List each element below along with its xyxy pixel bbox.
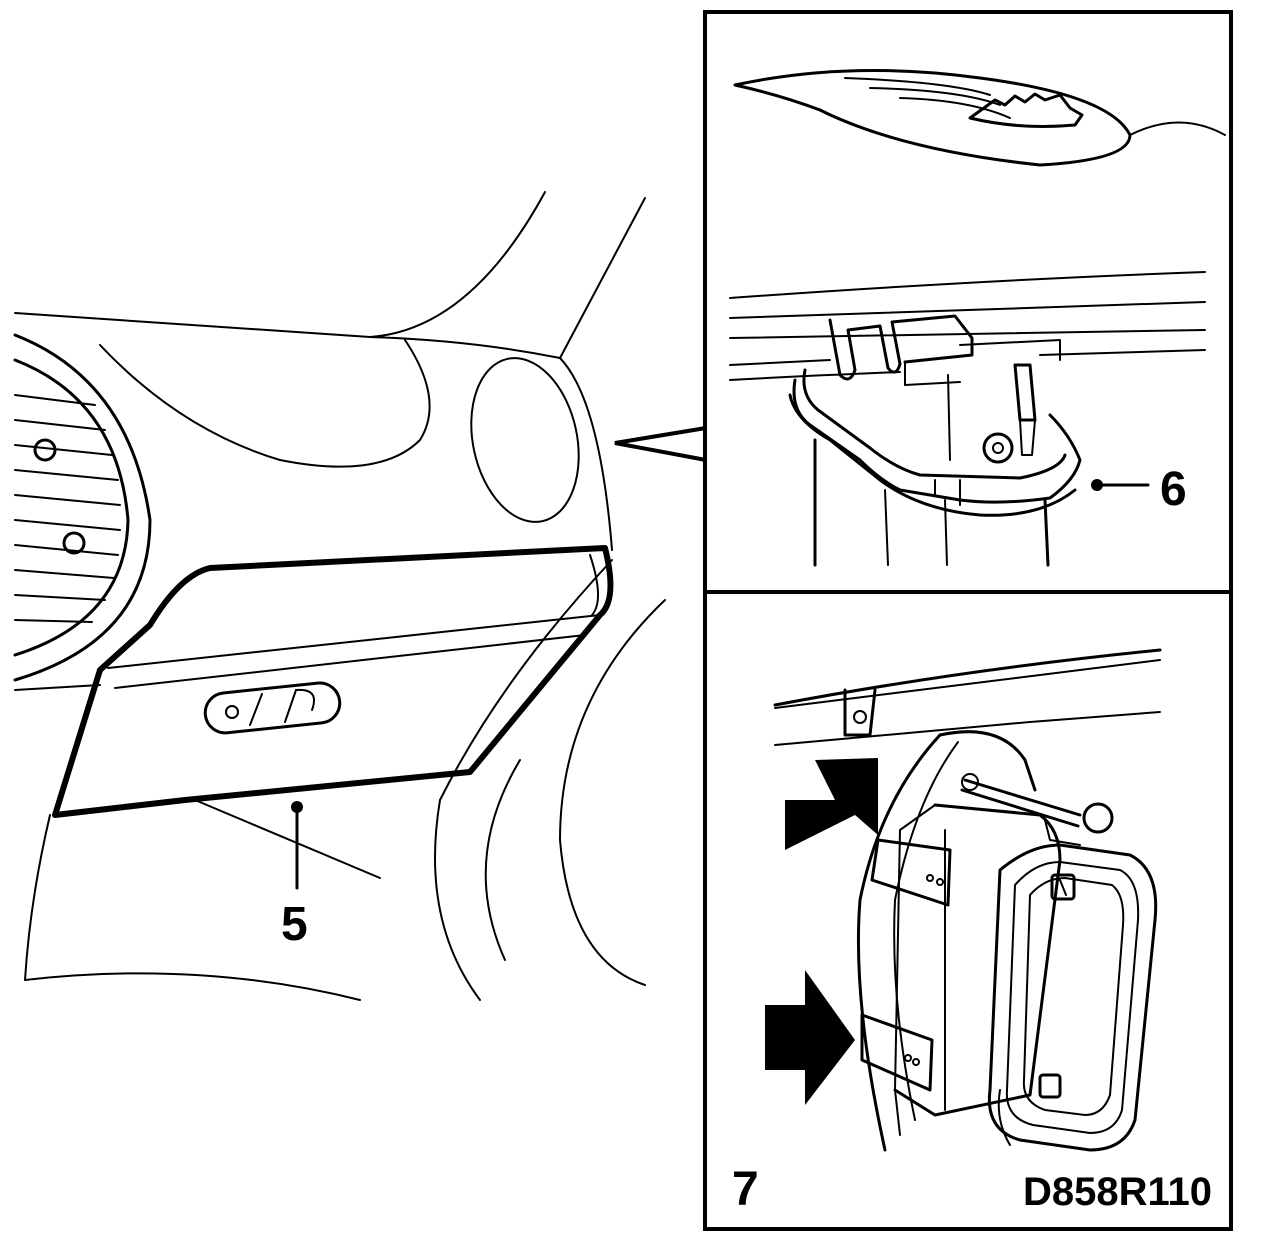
air-vent — [13, 333, 152, 682]
arrow-upper — [785, 758, 878, 850]
side-vent-outline — [470, 357, 580, 523]
callout-5-label: 5 — [281, 898, 308, 951]
glovebox-handle — [203, 681, 342, 735]
latch-detail: 6 — [729, 68, 1226, 567]
dashboard-view: 5 — [13, 191, 666, 1001]
glovebox-lid — [52, 545, 614, 818]
reference-code: D858R110 — [1023, 1170, 1212, 1214]
callout-7-label: 7 — [732, 1163, 759, 1216]
detail-pointer — [614, 426, 707, 462]
light-unit-detail: 7 — [732, 648, 1162, 1216]
callout-6-label: 6 — [1160, 463, 1187, 516]
arrow-lower — [765, 970, 855, 1105]
